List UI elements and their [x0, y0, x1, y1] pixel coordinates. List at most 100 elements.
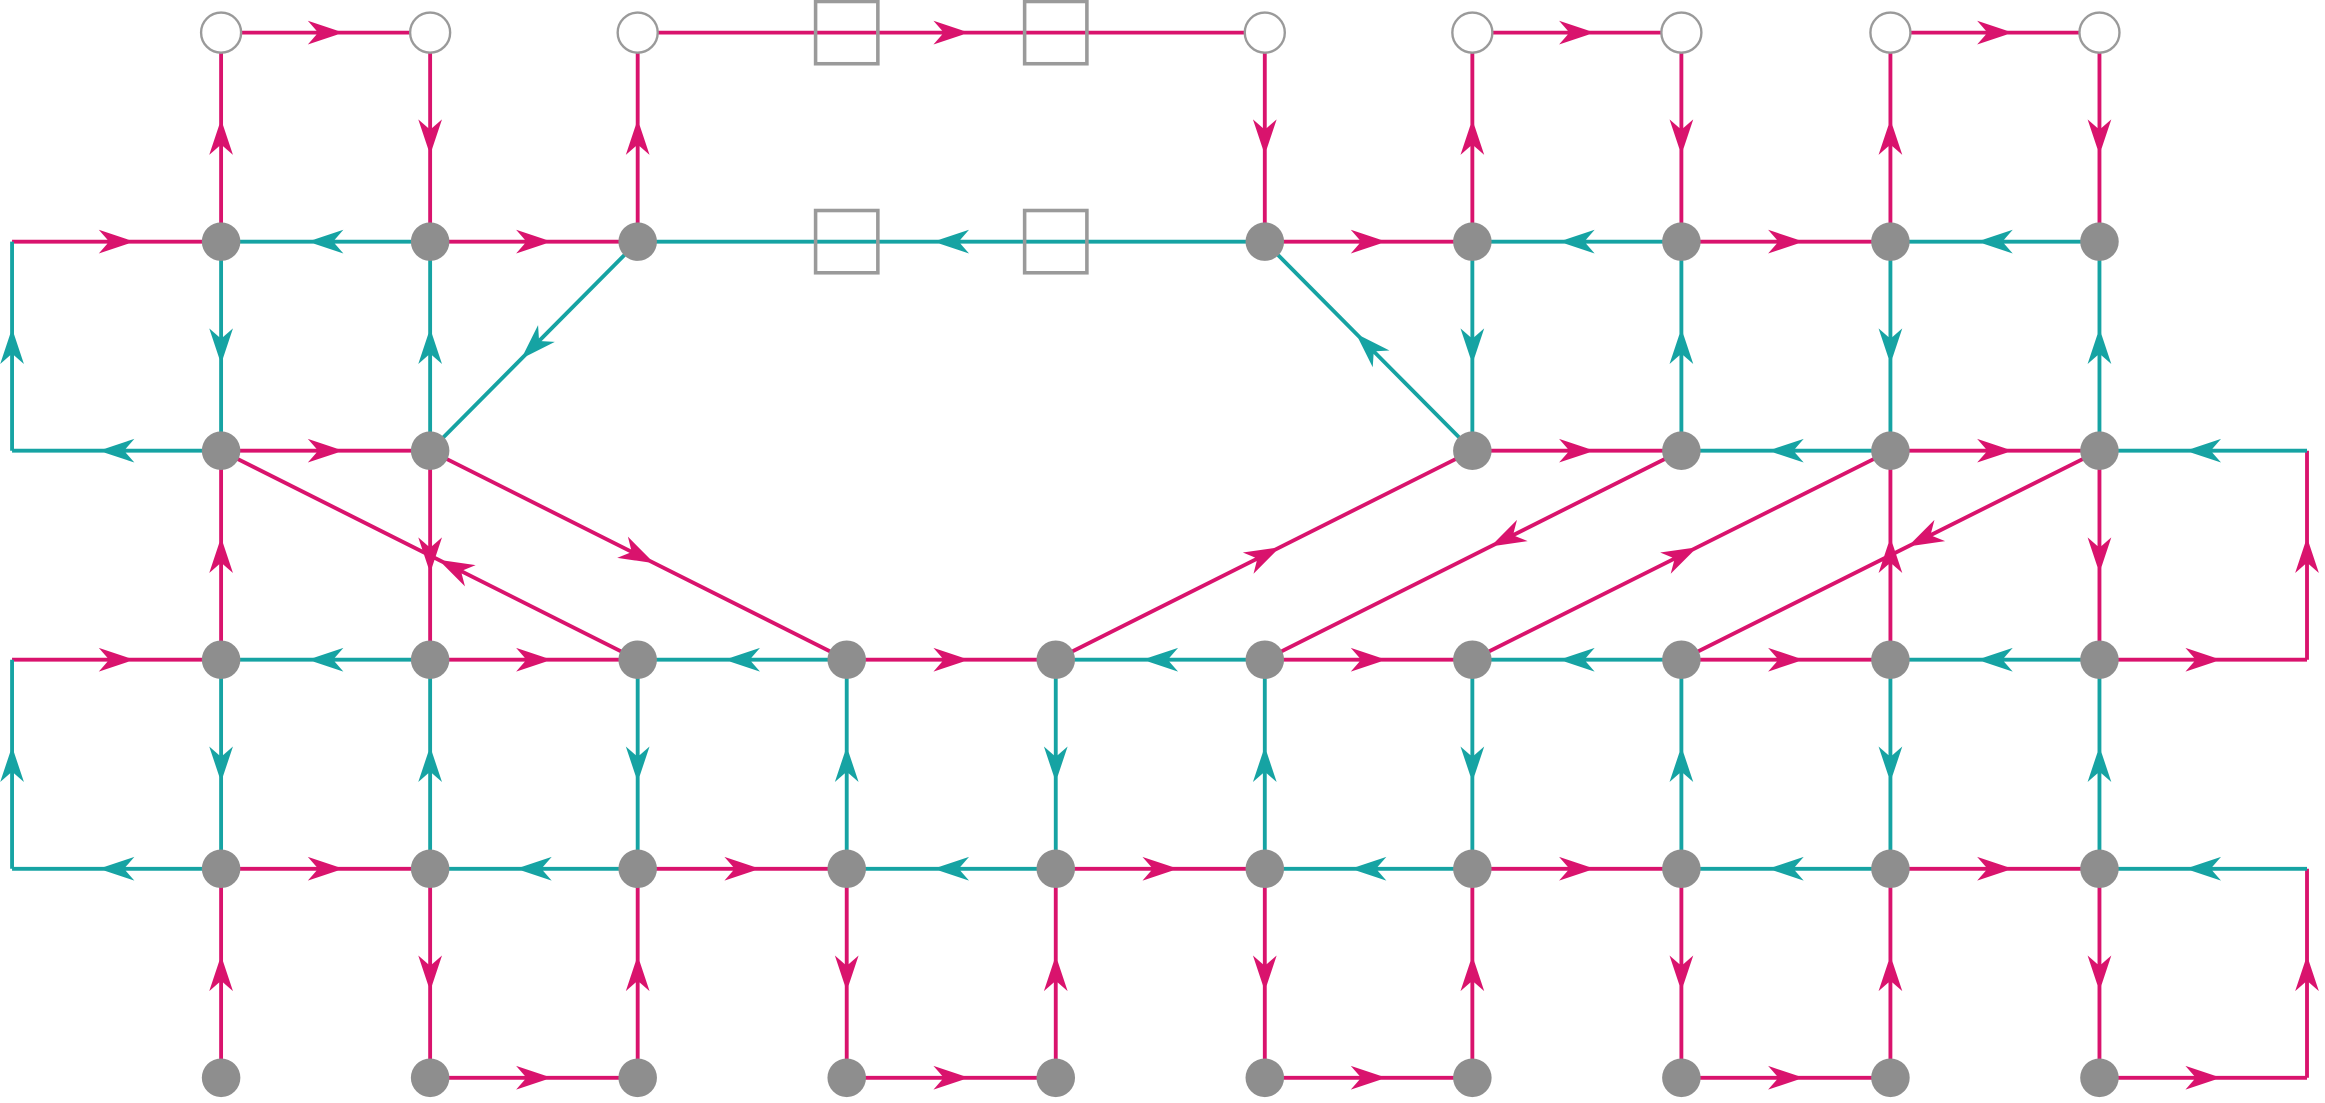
- teal-arrowhead: [1252, 746, 1277, 783]
- teal-arrowhead: [1460, 746, 1485, 783]
- magenta-arrowhead: [1460, 955, 1485, 992]
- teal-arrowhead: [1355, 333, 1390, 368]
- magenta-arrowhead: [307, 20, 344, 45]
- magenta-arrowhead: [307, 438, 344, 463]
- magenta-arrowhead: [1242, 547, 1280, 574]
- filled-node: [618, 222, 657, 261]
- filled-node: [410, 222, 450, 261]
- teal-arrowhead: [724, 647, 760, 672]
- magenta-arrowhead: [724, 856, 760, 881]
- open-node: [1660, 11, 1703, 54]
- teal-arrowhead: [307, 647, 344, 672]
- teal-arrowhead: [2087, 328, 2112, 364]
- magenta-arrowhead: [1768, 229, 1804, 254]
- magenta-edge: [1680, 448, 2101, 662]
- teal-arrowhead: [209, 328, 233, 364]
- teal-arrowhead: [418, 328, 442, 364]
- filled-node: [410, 1058, 450, 1098]
- teal-arrowhead: [1669, 328, 1694, 364]
- filled-node: [1245, 640, 1285, 679]
- filled-node: [1453, 222, 1492, 261]
- magenta-arrowhead: [516, 647, 552, 672]
- magenta-arrowhead: [2185, 647, 2222, 672]
- teal-arrowhead: [1142, 647, 1179, 672]
- open-node: [1243, 11, 1286, 54]
- teal-arrowhead: [933, 856, 970, 881]
- magenta-arrowhead: [418, 955, 442, 992]
- open-square-node: [813, 0, 880, 66]
- magenta-arrowhead: [1878, 955, 1903, 992]
- teal-arrowhead: [1350, 856, 1387, 881]
- teal-arrowhead: [521, 325, 555, 359]
- filled-node: [1662, 222, 1701, 261]
- teal-arrowhead: [1977, 229, 2013, 254]
- teal-arrowhead: [418, 746, 442, 783]
- magenta-arrowhead: [418, 119, 442, 155]
- teal-arrowhead: [98, 856, 135, 881]
- teal-arrowhead: [1977, 647, 2013, 672]
- magenta-arrowhead: [933, 20, 970, 45]
- filled-node: [2080, 1058, 2119, 1098]
- open-node: [1451, 11, 1494, 54]
- teal-arrowhead: [0, 746, 24, 783]
- teal-arrowhead: [307, 229, 344, 254]
- teal-arrowhead: [2185, 438, 2222, 463]
- magenta-arrowhead: [2295, 537, 2319, 573]
- filled-node: [410, 640, 450, 679]
- filled-node: [1036, 640, 1076, 679]
- open-square-node: [1022, 0, 1089, 66]
- teal-arrowhead: [1768, 438, 1804, 463]
- magenta-arrowhead: [1043, 955, 1068, 992]
- magenta-arrowhead: [625, 119, 650, 155]
- teal-arrowhead: [2087, 746, 2112, 783]
- teal-arrowhead: [209, 746, 233, 783]
- filled-node: [1245, 849, 1285, 889]
- filled-node: [2080, 640, 2119, 679]
- magenta-arrowhead: [438, 559, 476, 587]
- teal-arrowhead: [834, 746, 859, 783]
- open-node: [408, 11, 452, 54]
- magenta-arrowhead: [98, 229, 135, 254]
- filled-node: [1662, 640, 1701, 679]
- open-square-node: [1022, 208, 1089, 275]
- filled-node: [201, 1058, 241, 1098]
- magenta-arrowhead: [1768, 1065, 1804, 1090]
- teal-arrowhead: [1878, 746, 1903, 783]
- magenta-edge: [1263, 448, 1683, 662]
- magenta-arrowhead: [1350, 1065, 1387, 1090]
- magenta-arrowhead: [209, 537, 233, 573]
- filled-node: [1871, 431, 1910, 470]
- filled-node: [1245, 222, 1285, 261]
- magenta-arrowhead: [1878, 119, 1903, 155]
- filled-node: [2080, 431, 2119, 470]
- magenta-arrowhead: [1460, 119, 1485, 155]
- filled-node: [1453, 1058, 1492, 1098]
- magenta-arrowhead: [834, 955, 859, 992]
- teal-arrowhead: [1559, 647, 1595, 672]
- filled-node: [201, 431, 241, 470]
- open-node: [2078, 11, 2121, 54]
- teal-arrowhead: [933, 229, 970, 254]
- teal-arrowhead: [98, 438, 135, 463]
- filled-node: [2080, 222, 2119, 261]
- filled-node: [2080, 849, 2119, 889]
- magenta-arrowhead: [2087, 537, 2112, 573]
- filled-node: [618, 640, 657, 679]
- magenta-arrowhead: [1350, 229, 1387, 254]
- filled-node: [201, 222, 241, 261]
- magenta-arrowhead: [1252, 119, 1277, 155]
- filled-node: [1245, 1058, 1285, 1098]
- magenta-arrowhead: [1559, 856, 1595, 881]
- magenta-arrowhead: [1669, 955, 1694, 992]
- teal-arrowhead: [1878, 328, 1903, 364]
- magenta-arrowhead: [1977, 20, 2013, 45]
- magenta-arrowhead: [1977, 438, 2013, 463]
- magenta-arrowhead: [1559, 20, 1595, 45]
- teal-arrowhead: [1768, 856, 1804, 881]
- magenta-arrowhead: [209, 119, 233, 155]
- magenta-arrowhead: [1907, 519, 1946, 547]
- teal-arrowhead: [1460, 328, 1485, 364]
- magenta-arrowhead: [2087, 119, 2112, 155]
- teal-arrowhead: [1669, 746, 1694, 783]
- magenta-arrowhead: [1350, 647, 1387, 672]
